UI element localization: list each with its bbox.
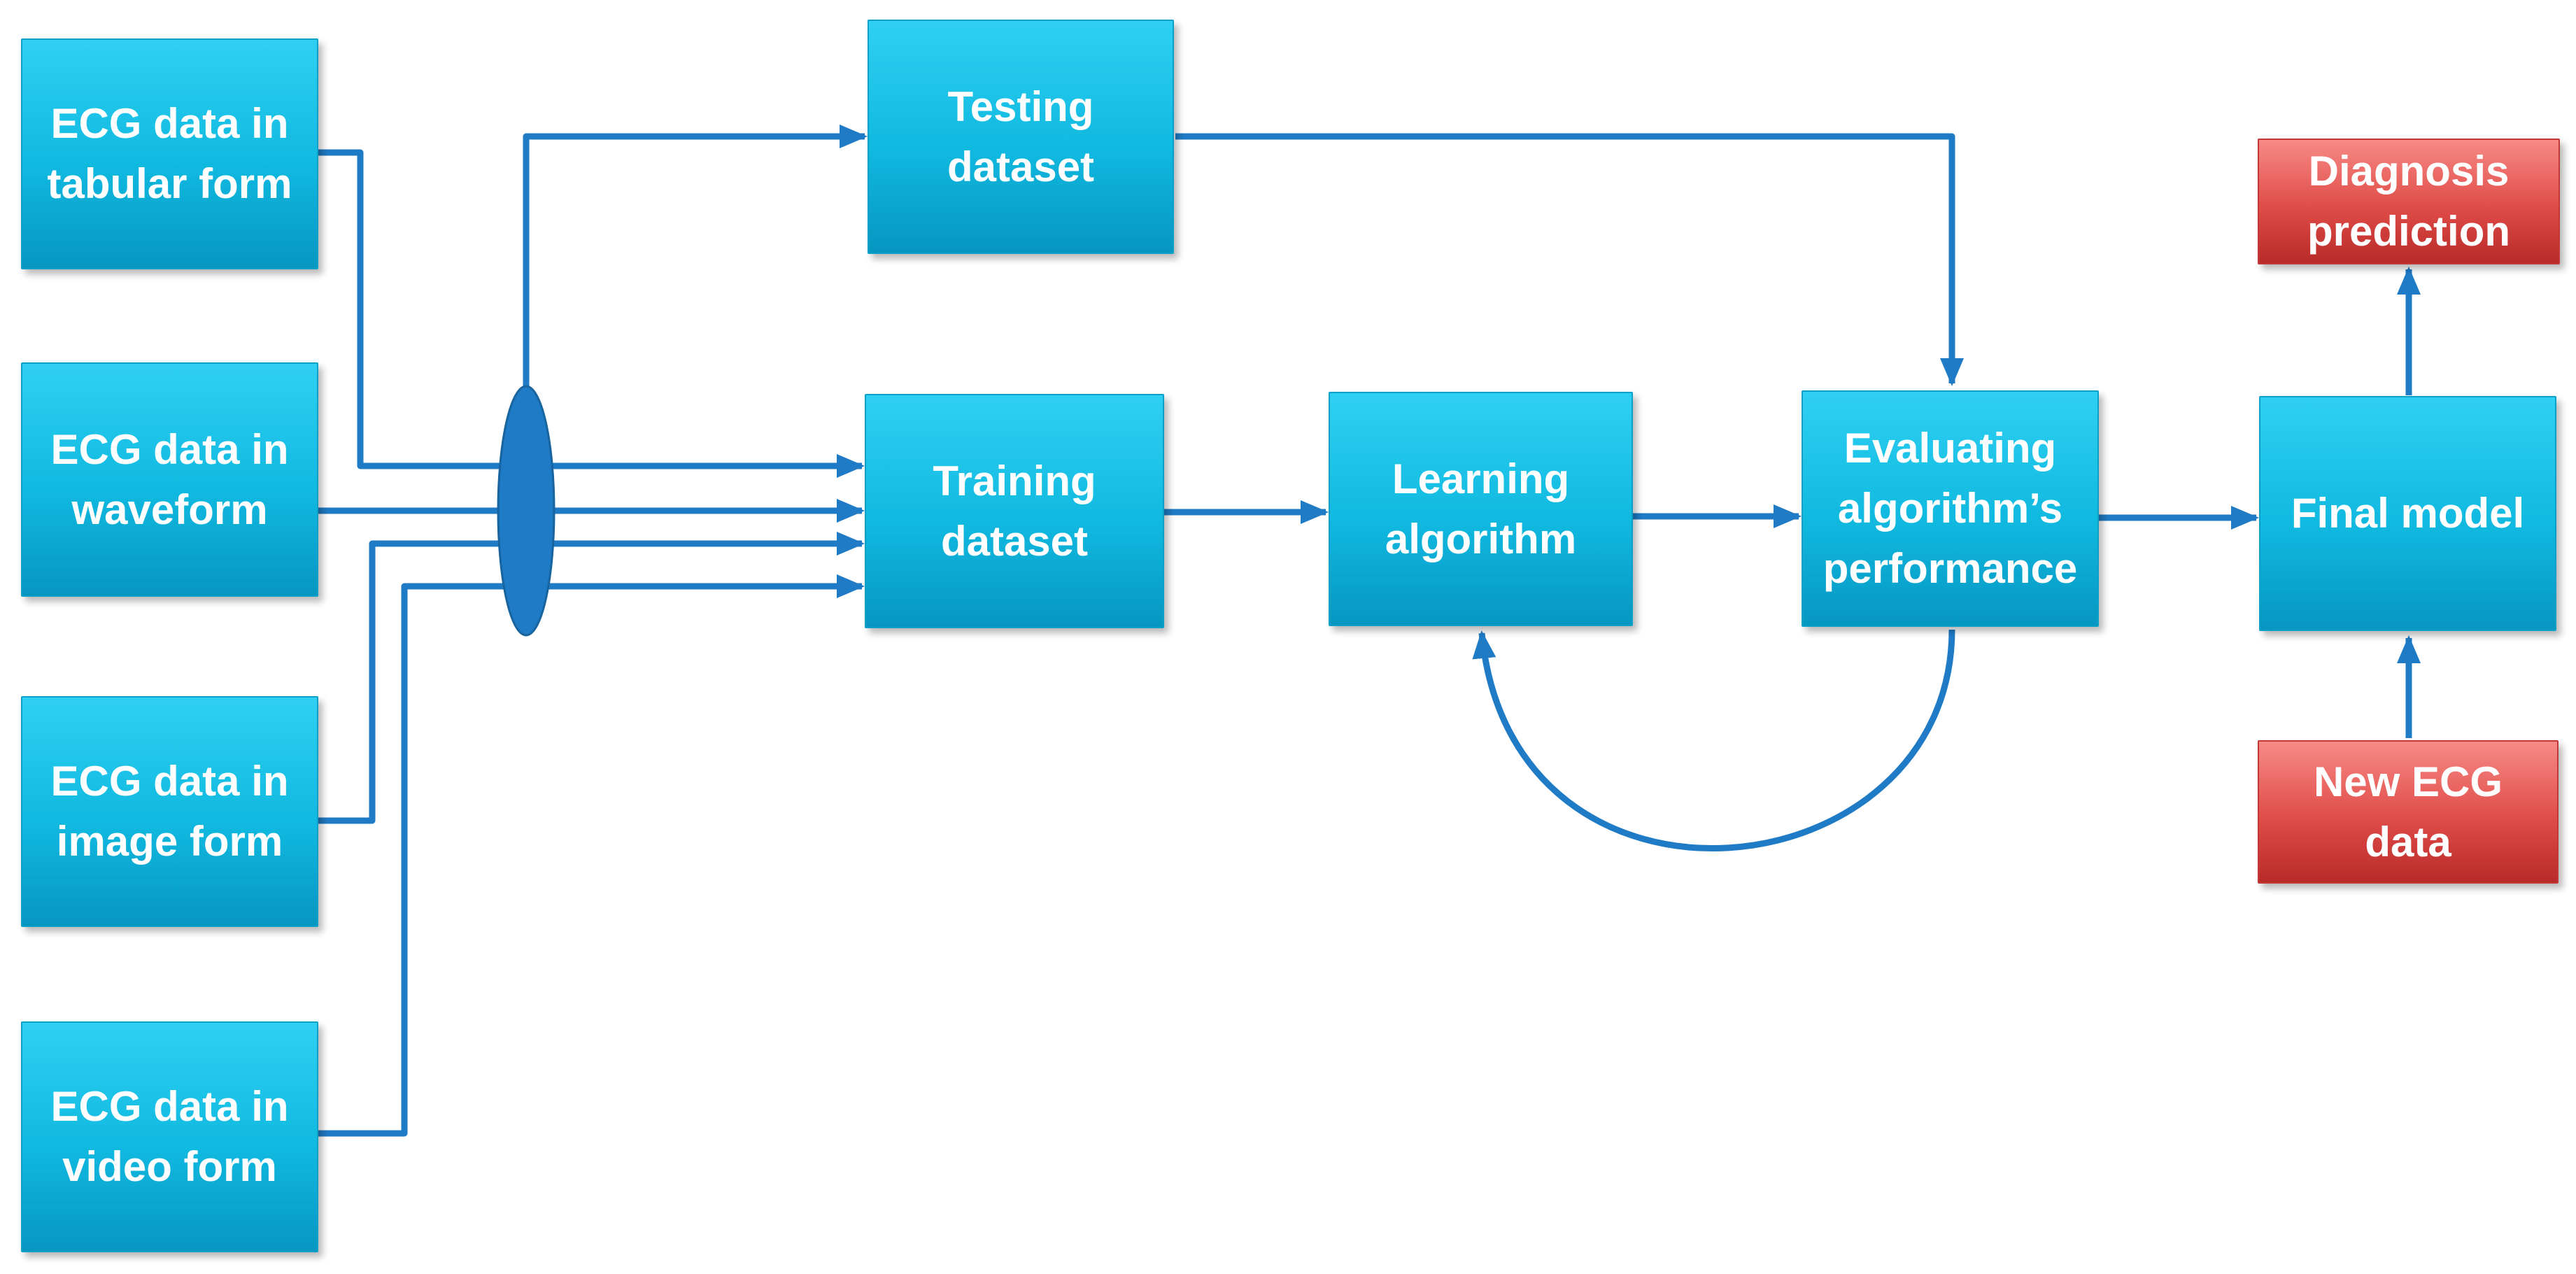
diagnosis-prediction-box: Diagnosis prediction [2258, 139, 2560, 264]
learning-algorithm-box: Learning algorithm [1329, 392, 1633, 626]
connector-video-to-training [318, 574, 865, 1137]
connector-tabular-to-training [318, 149, 865, 478]
evaluating-performance-box: Evaluating algorithm’s performance [1802, 390, 2099, 627]
training-dataset-box: Training dataset [865, 394, 1164, 628]
connector-image-to-training [318, 532, 865, 824]
testing-dataset-box: Testing dataset [868, 20, 1174, 254]
source-image-box: ECG data in image form [21, 696, 318, 927]
new-ecg-data-box: New ECG data [2258, 740, 2559, 884]
source-waveform-box: ECG data in waveform [21, 362, 318, 597]
source-tabular-box: ECG data in tabular form [21, 38, 318, 269]
source-video-box: ECG data in video form [21, 1021, 318, 1252]
data-combiner-ellipse [497, 385, 555, 637]
connector-feedback-loop [1472, 629, 1955, 851]
final-model-box: Final model [2259, 396, 2556, 631]
connector-split-to-testing [523, 125, 868, 392]
connector-testing-to-evaluating [1175, 133, 1964, 386]
